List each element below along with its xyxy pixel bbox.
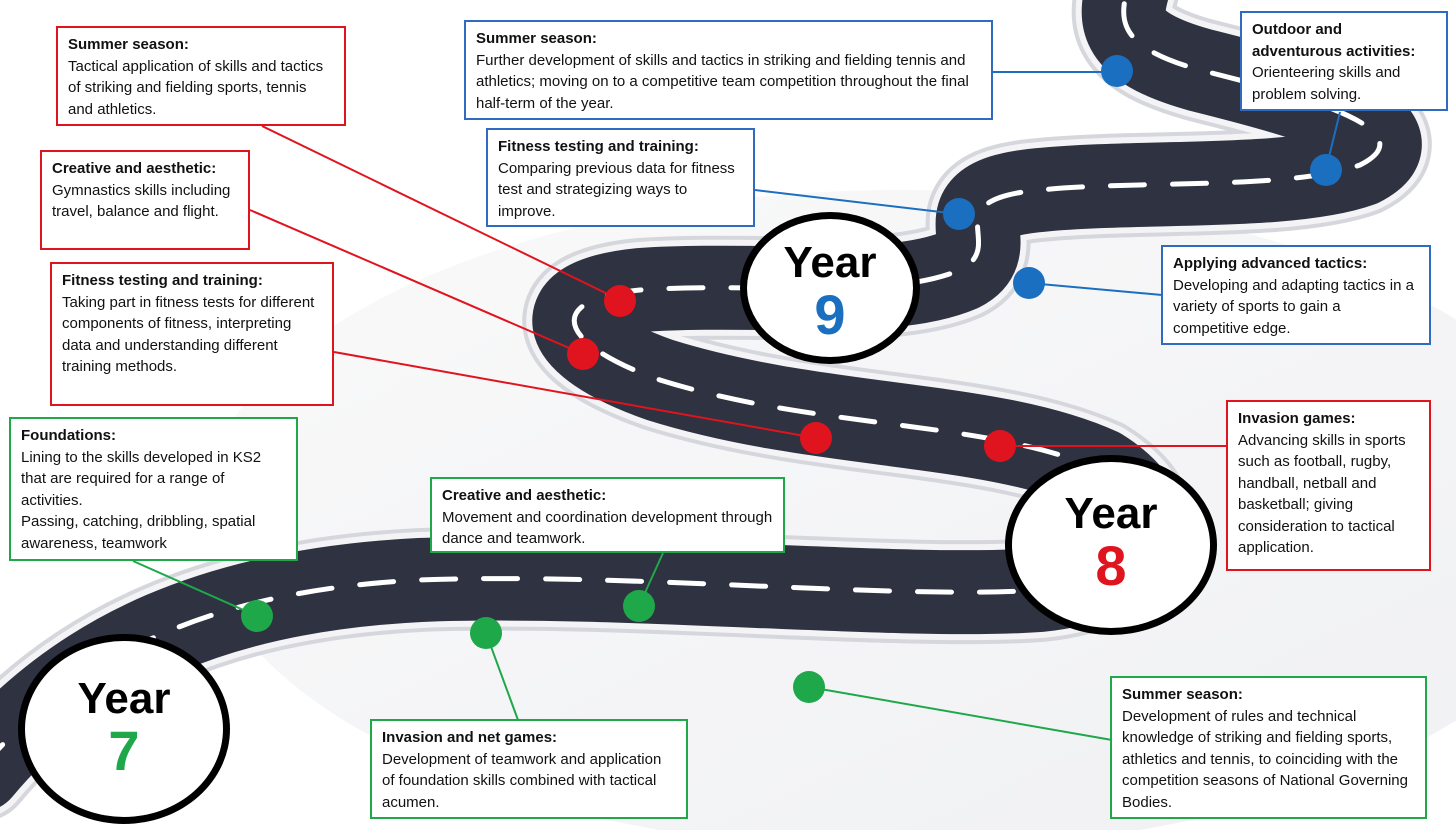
y7-creative-box: Creative and aesthetic: Movement and coo…: [430, 477, 785, 553]
milestone-dot-y9-fitness: [943, 198, 975, 230]
year-7-number: 7: [108, 719, 140, 782]
y9-advanced-text: Developing and adapting tactics in a var…: [1173, 276, 1414, 337]
y8-fitness-title: Fitness testing and training:: [62, 272, 263, 289]
y8-creative-title: Creative and aesthetic:: [52, 160, 217, 177]
y7-summer-text: Development of rules and technical knowl…: [1122, 707, 1408, 811]
milestone-dot-y8-summer: [604, 285, 636, 317]
milestone-dot-y8-fitness: [800, 422, 832, 454]
y7-creative-text: Movement and coordination development th…: [442, 508, 773, 548]
milestone-dot-y7-summer: [793, 671, 825, 703]
y7-invasion-net-title: Invasion and net games:: [382, 729, 558, 746]
milestone-dots: [241, 55, 1342, 703]
milestone-dot-y7-invasion-net: [470, 617, 502, 649]
y9-advanced-box: Applying advanced tactics: Developing an…: [1161, 245, 1431, 345]
y8-summer-text: Tactical application of skills and tacti…: [68, 57, 324, 118]
y8-invasion-title: Invasion games:: [1238, 410, 1356, 427]
year-7-badge: Year 7: [18, 634, 230, 824]
y7-invasion-net-box: Invasion and net games: Development of t…: [370, 719, 688, 819]
year-8-number: 8: [1095, 534, 1127, 597]
connector-y8-fitness: [333, 351, 817, 439]
year-8-badge: Year 8: [1005, 455, 1217, 635]
connector-y9-fitness: [754, 189, 959, 215]
road-lane-markings: [0, 0, 1380, 770]
y8-invasion-text: Advancing skills in sports such as footb…: [1238, 431, 1406, 557]
y7-foundations-title: Foundations:: [21, 427, 116, 444]
y9-summer-text: Further development of skills and tactic…: [476, 51, 969, 112]
y8-fitness-box: Fitness testing and training: Taking par…: [50, 262, 334, 406]
year-9-number: 9: [814, 283, 846, 346]
y8-fitness-text: Taking part in fitness tests for differe…: [62, 293, 315, 376]
y7-summer-box: Summer season: Development of rules and …: [1110, 676, 1427, 819]
milestone-dot-y9-outdoor: [1310, 154, 1342, 186]
connector-y7-summer: [808, 686, 1113, 741]
y9-fitness-text: Comparing previous data for fitness test…: [498, 159, 735, 220]
connector-y8-summer: [261, 125, 621, 301]
milestone-dot-y8-invasion: [984, 430, 1016, 462]
year-9-badge: Year 9: [740, 212, 920, 364]
y8-summer-box: Summer season: Tactical application of s…: [56, 26, 346, 126]
milestone-dot-y8-creative: [567, 338, 599, 370]
milestone-dot-y9-summer: [1101, 55, 1133, 87]
y9-fitness-box: Fitness testing and training: Comparing …: [486, 128, 755, 227]
connector-y8-creative: [249, 209, 584, 355]
road: [0, 0, 1432, 818]
y7-creative-title: Creative and aesthetic:: [442, 487, 607, 504]
year-7-label: Year: [77, 674, 171, 723]
y9-outdoor-box: Outdoor and adventurous activities: Orie…: [1240, 11, 1448, 111]
year-8-label: Year: [1064, 489, 1158, 538]
ground-shadow: [200, 190, 1456, 830]
connector-y7-foundations: [132, 560, 258, 617]
y9-summer-box: Summer season: Further development of sk…: [464, 20, 993, 120]
y7-foundations-text: Lining to the skills developed in KS2 th…: [21, 448, 262, 552]
y8-invasion-box: Invasion games: Advancing skills in spor…: [1226, 400, 1431, 571]
connector-lines: [132, 71, 1341, 741]
y9-advanced-title: Applying advanced tactics:: [1173, 255, 1368, 272]
y8-creative-text: Gymnastics skills including travel, bala…: [52, 181, 231, 221]
milestone-dot-y7-foundations: [241, 600, 273, 632]
y9-summer-title: Summer season:: [476, 30, 597, 47]
y9-outdoor-text: Orienteering skills and problem solving.: [1252, 64, 1401, 103]
connector-y9-advanced: [1028, 282, 1163, 296]
y7-invasion-net-text: Development of teamwork and application …: [382, 750, 662, 811]
milestone-dot-y7-creative: [623, 590, 655, 622]
y9-fitness-title: Fitness testing and training:: [498, 138, 699, 155]
y9-outdoor-title: Outdoor and adventurous activities:: [1252, 21, 1416, 60]
y7-summer-title: Summer season:: [1122, 686, 1243, 703]
milestone-dot-y9-advanced: [1013, 267, 1045, 299]
y8-summer-title: Summer season:: [68, 36, 189, 53]
y7-foundations-box: Foundations: Lining to the skills develo…: [9, 417, 298, 561]
year-9-label: Year: [783, 238, 877, 287]
y8-creative-box: Creative and aesthetic: Gymnastics skill…: [40, 150, 250, 250]
